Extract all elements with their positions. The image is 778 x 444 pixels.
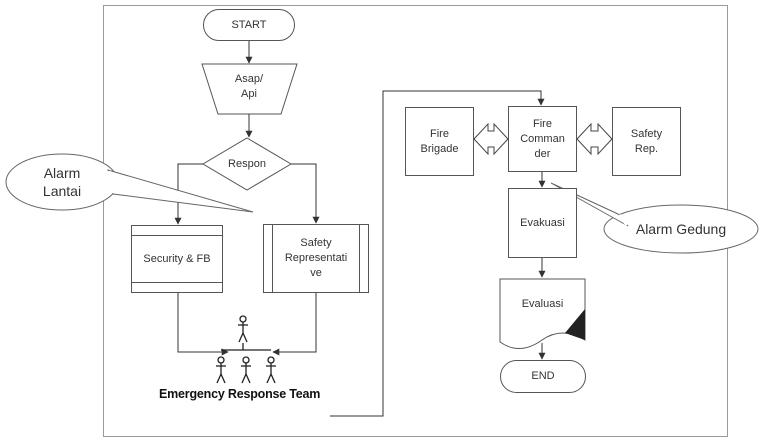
double-arrow-commander-safety <box>576 122 613 156</box>
double-arrow-brigade-commander <box>473 122 509 156</box>
fire-commander-line-3: der <box>534 147 551 160</box>
evaluasi-document-shape <box>499 278 586 349</box>
fire-brigade-line-2: Brigade <box>420 142 459 155</box>
edge-respon-security <box>174 163 203 225</box>
callout-alarm-gedung-shape <box>550 182 759 254</box>
fire-brigade-node: Fire Brigade <box>405 107 474 176</box>
fire-commander-node: Fire Comman der <box>508 106 577 172</box>
team-caption: Emergency Response Team <box>159 387 321 401</box>
alarm-lantai-line-2: Lantai <box>42 183 82 199</box>
safety-rep-line-3: ve <box>310 267 322 279</box>
alarm-lantai-line-1: Alarm <box>43 165 81 181</box>
fire-brigade-line-1: Fire <box>430 127 449 140</box>
respon-label: Respon <box>228 158 266 170</box>
callout-alarm-lantai-text: Alarm Lantai <box>22 164 102 200</box>
evaluasi-label: Evaluasi <box>521 298 564 310</box>
security-fb-node: Security & FB <box>131 225 223 293</box>
safety-rep-line-1: Safety <box>300 237 332 249</box>
asap-api-shape <box>201 63 298 115</box>
edge-security-team <box>177 293 229 356</box>
end-label: END <box>531 370 555 382</box>
start-label: START <box>231 18 267 31</box>
fire-commander-line-2: Comman <box>520 132 565 145</box>
person-icon <box>216 356 226 384</box>
person-icon <box>241 356 251 384</box>
end-node: END <box>500 360 586 393</box>
start-node: START <box>203 9 295 41</box>
asap-api-label: Asap/ Api <box>218 72 280 102</box>
callout-alarm-lantai-shape <box>5 153 254 213</box>
person-icon <box>238 315 248 343</box>
respon-decision-shape <box>202 137 292 191</box>
person-icon <box>266 356 276 384</box>
team-figures <box>216 315 276 384</box>
safety-rep-short-line-1: Safety <box>630 127 663 140</box>
edge-respon-safety <box>291 163 320 224</box>
safety-rep-node: Safety Rep. <box>612 107 681 176</box>
callout-alarm-gedung-text: Alarm Gedung <box>635 221 727 237</box>
safety-rep-line-2: Representati <box>284 252 348 264</box>
asap-label: Asap/ <box>234 73 264 85</box>
security-fb-label: Security & FB <box>143 252 211 265</box>
api-label: Api <box>241 88 257 100</box>
evakuasi-node: Evakuasi <box>508 188 577 258</box>
edge-safety-team <box>272 293 317 356</box>
evakuasi-label: Evakuasi <box>520 216 565 229</box>
evaluasi-corner-mark <box>565 309 585 340</box>
safety-representative-node: Safety Representati ve <box>263 224 369 293</box>
fire-commander-line-1: Fire <box>533 117 552 130</box>
safety-rep-short-line-2: Rep. <box>634 142 659 155</box>
edge-team-commander <box>330 90 545 417</box>
